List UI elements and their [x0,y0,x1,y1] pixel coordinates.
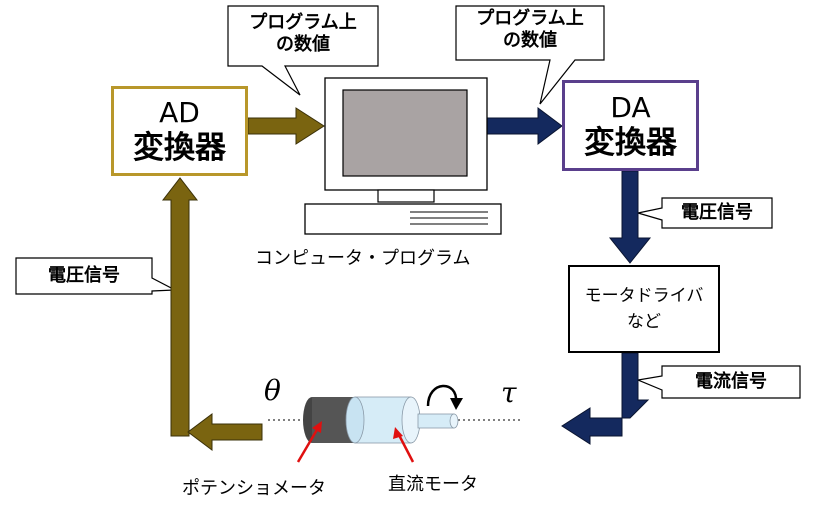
da-converter-subtitle: 変換器 [584,124,677,161]
current-signal-label: 電流信号 [695,371,767,392]
arrow-da-to-driver [608,170,652,264]
arrow-potentiometer-to-ad [161,177,199,437]
callout-program-value-right [455,5,605,105]
ad-converter-box: AD 変換器 [111,86,248,176]
dc-motor-label: 直流モータ [388,474,478,495]
arrow-computer-to-da [486,107,563,145]
callout-left-line1: プログラム上 [249,12,357,33]
callout-right-text: プログラム上 の数値 [456,8,604,52]
callout-right-line1: プログラム上 [476,8,584,29]
arrow-driver-to-motor [561,352,650,445]
da-converter-title: DA [610,90,651,124]
motor-driver-box: モータドライバ など [568,265,720,353]
callout-program-value-left [227,5,379,96]
arrow-ad-to-computer [247,107,325,145]
tau-symbol: τ [501,376,517,409]
computer [304,77,502,235]
callout-voltage-signal-right [637,197,773,229]
callout-left-text: プログラム上 の数値 [228,12,378,56]
ad-converter-subtitle: 変換器 [133,130,226,166]
voltage-signal-right-label: 電圧信号 [681,202,753,223]
da-converter-box: DA 変換器 [562,80,699,171]
pointer-potentiometer [296,421,322,463]
motor-driver-line2: など [627,312,661,332]
motor-driver-line1: モータドライバ [584,286,704,306]
arrow-potentiometer-left [187,413,263,451]
pointer-dc-motor [393,427,415,463]
callout-current-signal [635,365,801,399]
ad-converter-title: AD [159,96,200,129]
theta-symbol: θ [264,374,281,407]
motor-assembly [303,384,463,444]
voltage-signal-left-label: 電圧信号 [48,265,120,286]
callout-voltage-signal-left [15,257,178,295]
callout-left-line2: の数値 [276,34,330,55]
potentiometer-label: ポテンショメータ [182,478,326,499]
callout-right-line2: の数値 [503,30,557,51]
computer-program-label: コンピュータ・プログラム [255,248,471,269]
